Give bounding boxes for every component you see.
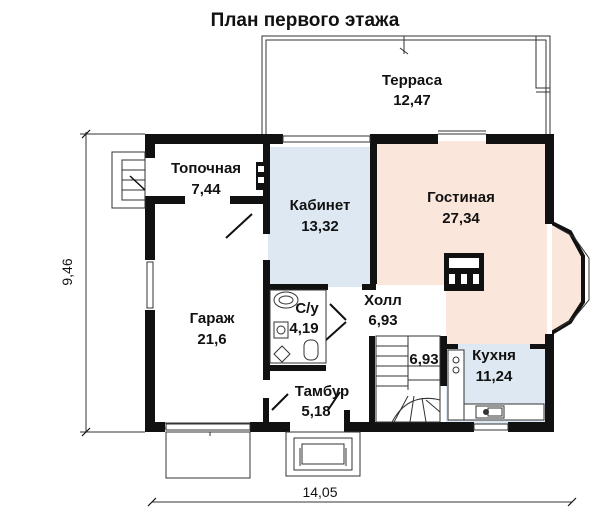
living-room-label: Гостиная: [427, 189, 495, 206]
bathroom-area: 4,19: [289, 320, 318, 337]
boiler-room-area: 7,44: [191, 181, 221, 198]
garage-label: Гараж: [190, 310, 235, 327]
living-room-area: 27,34: [442, 210, 480, 227]
garage-apron: [165, 422, 251, 479]
bathroom-fixtures: [269, 289, 327, 364]
outer-walls: [145, 134, 554, 432]
kitchen-fixtures: [447, 349, 545, 421]
bay-window: [548, 220, 590, 336]
height-dimension-label: 9,46: [59, 258, 75, 285]
kitchen-label: Кухня: [472, 347, 516, 364]
staircase: [375, 335, 441, 423]
terrace-outline: [261, 35, 551, 135]
width-dimension-label: 14,05: [302, 484, 337, 500]
plan-title: План первого этажа: [211, 10, 400, 31]
garage-area: 21,6: [197, 331, 226, 348]
doors: [225, 213, 347, 411]
office-fill: [268, 147, 374, 287]
boiler-unit: [256, 162, 266, 190]
vestibule-area: 5,18: [301, 403, 330, 420]
hall-area: 6,93: [368, 312, 397, 329]
bathroom-label: С/у: [295, 300, 319, 317]
windows: [146, 135, 552, 431]
terrace-area: 12,47: [393, 92, 431, 109]
living-fill: [376, 141, 583, 344]
boiler-room-label: Топочная: [171, 160, 241, 177]
dimension-height: 9,46: [59, 129, 145, 437]
staircase-area: 6,93: [409, 351, 438, 368]
office-area: 13,32: [301, 218, 339, 235]
entrance-steps: [285, 431, 361, 477]
office-label: Кабинет: [290, 197, 351, 214]
hall-label: Холл: [364, 292, 402, 309]
dimension-width: 14,05: [147, 484, 577, 507]
boiler-room-steps: [111, 151, 146, 209]
terrace-label: Терраса: [382, 72, 443, 89]
kitchen-area: 11,24: [476, 368, 513, 385]
inner-walls: [145, 144, 550, 430]
vestibule-label: Тамбур: [295, 383, 349, 400]
fireplace-icon: [444, 253, 484, 291]
